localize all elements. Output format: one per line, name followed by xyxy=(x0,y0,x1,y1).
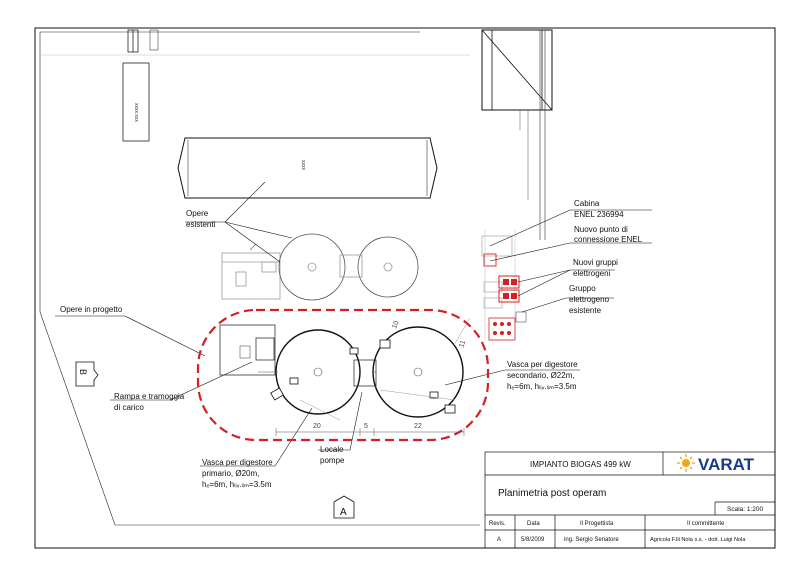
header-progettista: Il Progettista xyxy=(580,521,614,527)
row-data: 5/8/2009 xyxy=(521,537,545,543)
label-cabina: Cabina xyxy=(574,199,600,208)
label-opere-esistenti-2: esistenti xyxy=(186,220,216,229)
label-vasca-secondaria: Vasca per digestore xyxy=(507,360,578,369)
dim-10: 10 xyxy=(391,320,400,330)
header-committente: Il committente xyxy=(687,521,725,527)
project-area xyxy=(196,308,490,442)
sheet-border xyxy=(34,27,776,549)
dim-11: 11 xyxy=(458,339,467,348)
label-gruppo-3: esistente xyxy=(569,306,602,315)
site-boundary xyxy=(39,32,480,526)
label-vasca-primaria: Vasca per digestore xyxy=(202,458,273,467)
svg-text:xxxx xxx: xxxx xxx xyxy=(133,103,139,122)
label-opere-esistenti: Opere xyxy=(186,209,209,218)
label-nuovi-gruppi: Nuovi gruppi xyxy=(573,258,618,267)
existing-large-building: xxxx xyxy=(177,137,438,199)
pump-room xyxy=(353,359,377,387)
label-rampa: Rampa e tramoggia xyxy=(114,392,185,401)
existing-small-structures: xxxx xxx xyxy=(122,29,159,142)
dim-22: 22 xyxy=(414,423,422,430)
label-vasca-primaria-2: primario, Ø20m, xyxy=(202,469,259,478)
existing-digesters xyxy=(221,233,419,301)
label-vasca-secondaria-3: hₑ=6m, hₗᵢᵥ.ₗᵢₘ=3.5m xyxy=(507,382,577,391)
drawing-title: Planimetria post operam xyxy=(498,488,606,499)
dim-20: 20 xyxy=(313,423,321,430)
label-locale: Locale xyxy=(320,445,344,454)
existing-building-topright xyxy=(481,29,553,240)
label-punto-2: connessione ENEL xyxy=(574,235,643,244)
label-nuovi-gruppi-2: elettrogeni xyxy=(573,269,611,278)
sun-icon xyxy=(677,454,695,472)
label-gruppo: Gruppo xyxy=(569,284,596,293)
varat-logo: VARAT xyxy=(677,454,755,474)
section-b-label: B xyxy=(78,369,88,375)
label-locale-2: pompe xyxy=(320,456,345,465)
section-marker-b xyxy=(75,361,99,387)
label-rampa-2: di carico xyxy=(114,403,144,412)
label-gruppo-2: elettrogeno xyxy=(569,295,610,304)
title-block xyxy=(484,451,776,549)
dim-5: 5 xyxy=(364,423,368,430)
logo-text: VARAT xyxy=(698,455,755,474)
dimension-line xyxy=(275,428,465,436)
project-dashed-outline xyxy=(196,308,490,442)
row-revis: A xyxy=(497,537,501,543)
leader-lines xyxy=(55,181,652,467)
label-vasca-primaria-3: hₑ=6m, hₗᵢᵥ.ₗᵢₘ=3.5m xyxy=(202,480,272,489)
row-progettista: ing. Sergio Senatore xyxy=(564,537,619,543)
svg-text:xxxx: xxxx xyxy=(300,160,306,171)
label-punto: Nuovo punto di xyxy=(574,225,628,234)
label-cabina-code: ENEL 236994 xyxy=(574,210,624,219)
label-vasca-secondaria-2: secondario, Ø22m, xyxy=(507,371,575,380)
header-revis: Revis. xyxy=(489,521,506,527)
project-name: IMPIANTO BIOGAS 499 kW xyxy=(530,460,631,469)
scale-label: Scala: 1:200 xyxy=(727,506,764,513)
electrical-area xyxy=(481,230,527,341)
section-a-label: A xyxy=(340,507,347,518)
header-data: Data xyxy=(527,521,540,527)
section-marker-a xyxy=(333,495,355,519)
row-committente: Agricola F.lli Nola s.s. - dott. Luigi N… xyxy=(650,537,746,543)
primary-digester-tank xyxy=(275,329,361,415)
label-opere-progetto: Opere in progetto xyxy=(60,305,123,314)
